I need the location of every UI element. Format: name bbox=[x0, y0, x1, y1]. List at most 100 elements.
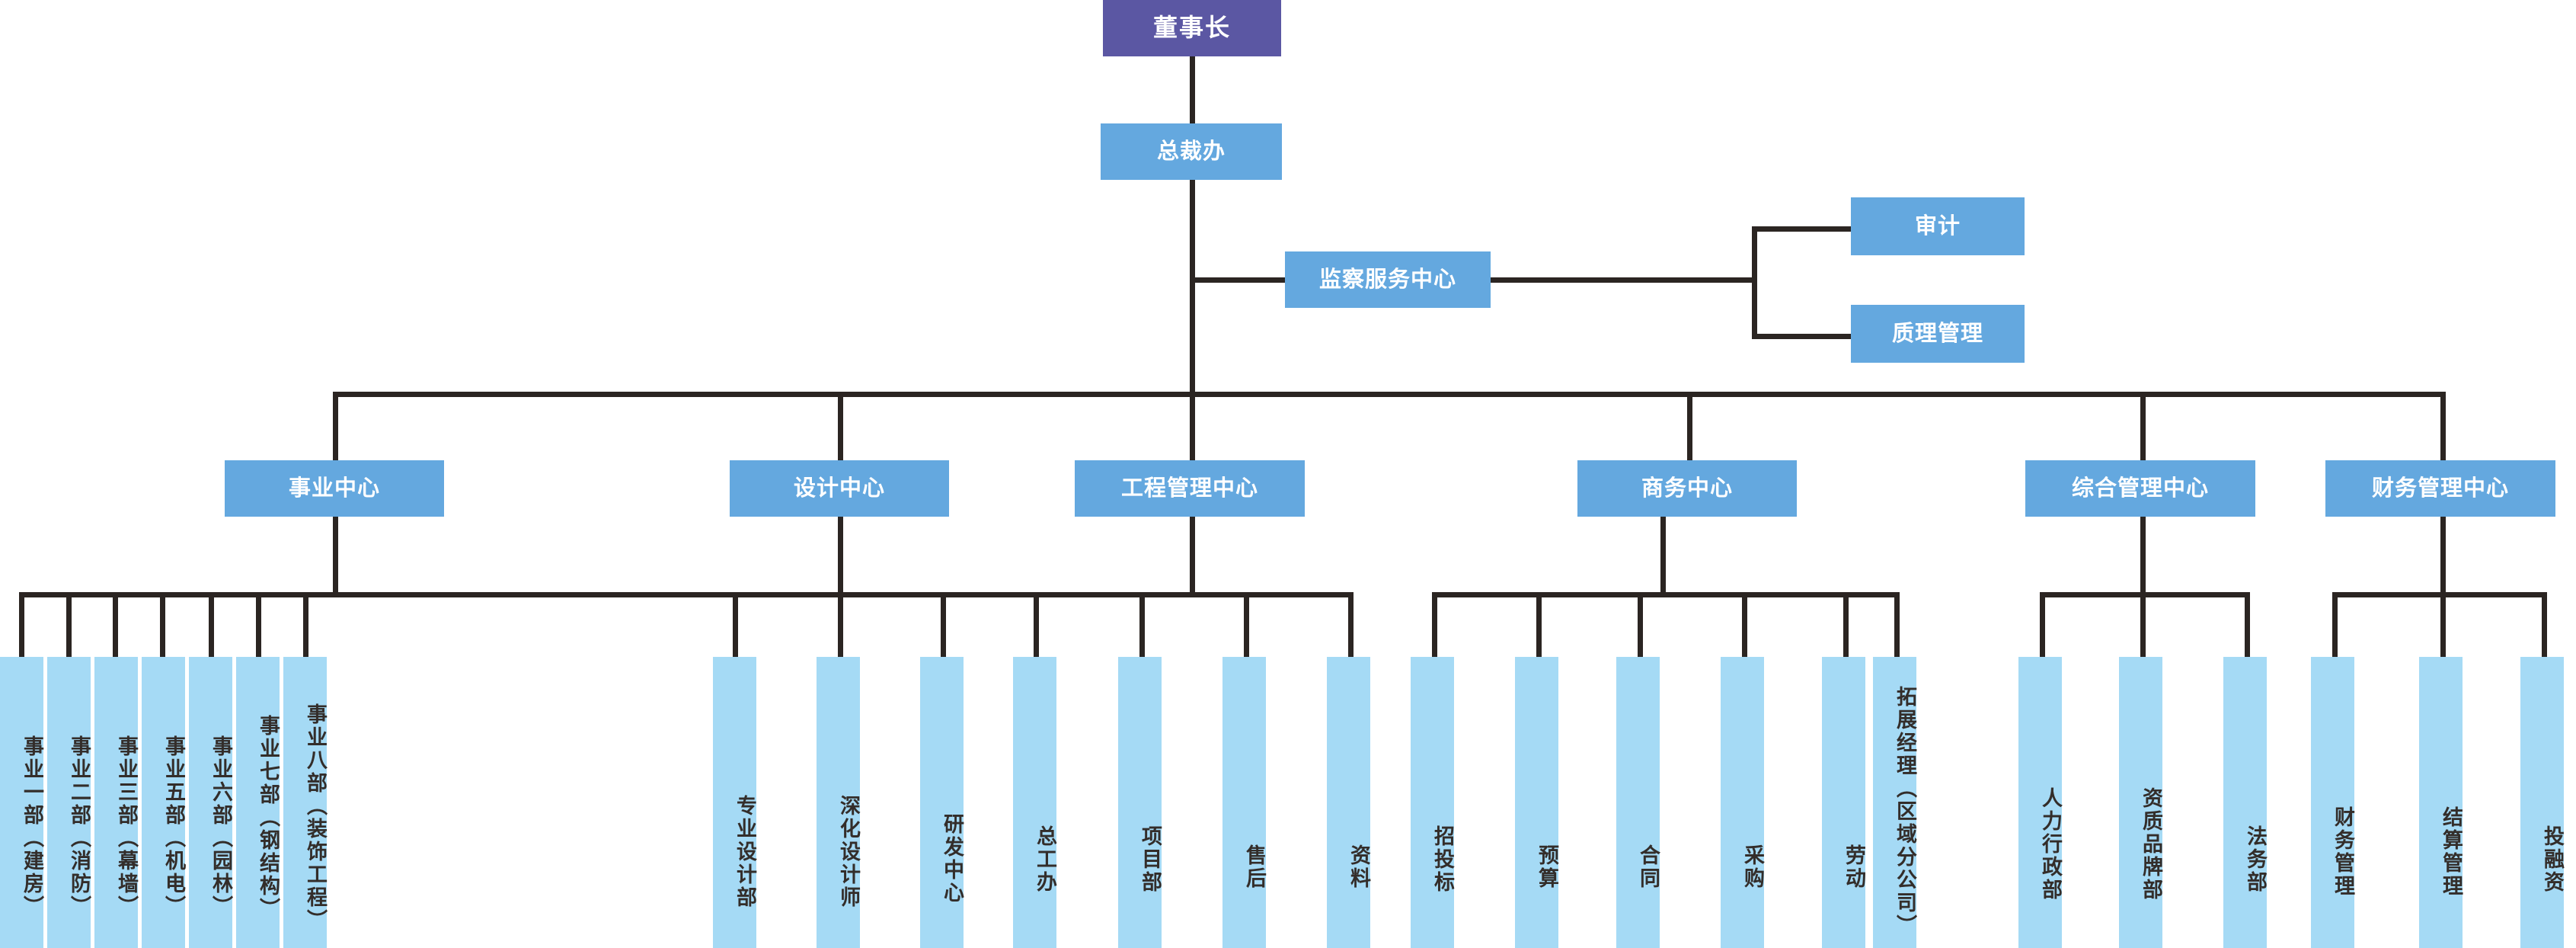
leaf-budget-label: 预算 bbox=[1536, 844, 1558, 890]
leaf-business-dept-6[interactable]: 事业六部（园林） bbox=[189, 657, 232, 948]
leaf-rd-center[interactable]: 研发中心 bbox=[920, 657, 964, 948]
leaf-qualification-brand-dept-label: 资质品牌部 bbox=[2140, 787, 2162, 902]
node-president-office[interactable]: 总裁办 bbox=[1101, 123, 1282, 180]
node-design-center[interactable]: 设计中心 bbox=[730, 460, 949, 517]
leaf-documents-label: 资料 bbox=[1347, 844, 1370, 890]
node-quality-management-label: 质理管理 bbox=[1891, 321, 1983, 346]
leaf-investment-financing[interactable]: 投融资 bbox=[2520, 657, 2564, 948]
leaf-qualification-brand-dept[interactable]: 资质品牌部 bbox=[2119, 657, 2162, 948]
connector-commerce-center-bus bbox=[1432, 592, 1900, 597]
connector-drop-gen2 bbox=[2140, 592, 2146, 661]
leaf-chief-engineer-office-label: 总工办 bbox=[1034, 825, 1056, 894]
connector-bus-to-finance-center bbox=[2440, 392, 2446, 460]
leaf-expansion-manager[interactable]: 拓展经理（区域分公司） bbox=[1873, 657, 1916, 948]
connector-drop-gen3 bbox=[2245, 592, 2250, 661]
leaf-project-dept-label: 项目部 bbox=[1139, 825, 1162, 894]
connector-drop-fin2 bbox=[2440, 592, 2446, 661]
leaf-bidding[interactable]: 招投标 bbox=[1411, 657, 1454, 948]
leaf-detailed-designer-label: 深化设计师 bbox=[837, 795, 860, 909]
connector-general-center-stem bbox=[2140, 517, 2146, 594]
connector-drop-com5 bbox=[1843, 592, 1849, 661]
leaf-financial-management[interactable]: 财务管理 bbox=[2311, 657, 2354, 948]
connector-drop-design1 bbox=[733, 592, 738, 661]
connector-drop-gen1 bbox=[2040, 592, 2045, 661]
leaf-contract-label: 合同 bbox=[1637, 844, 1660, 890]
connector-engineering-center-bus bbox=[1034, 592, 1354, 597]
node-finance-management-center-label: 财务管理中心 bbox=[2371, 476, 2509, 501]
leaf-hr-admin-dept[interactable]: 人力行政部 bbox=[2018, 657, 2062, 948]
leaf-legal-dept[interactable]: 法务部 bbox=[2223, 657, 2267, 948]
node-business-center[interactable]: 事业中心 bbox=[225, 460, 444, 517]
leaf-business-dept-1[interactable]: 事业一部（建房） bbox=[0, 657, 43, 948]
connector-drop-com6 bbox=[1894, 592, 1900, 661]
leaf-after-sales[interactable]: 售后 bbox=[1222, 657, 1266, 948]
leaf-project-dept[interactable]: 项目部 bbox=[1118, 657, 1162, 948]
connector-finance-center-stem bbox=[2440, 517, 2446, 594]
connector-design-center-stem bbox=[838, 517, 843, 594]
connector-drop-fin1 bbox=[2332, 592, 2338, 661]
node-general-management-center[interactable]: 综合管理中心 bbox=[2025, 460, 2255, 517]
connector-drop-biz5 bbox=[160, 592, 165, 661]
connector-drop-biz6 bbox=[209, 592, 214, 661]
leaf-budget[interactable]: 预算 bbox=[1515, 657, 1558, 948]
leaf-business-dept-7-label: 事业七部（钢结构） bbox=[257, 715, 280, 921]
leaf-after-sales-label: 售后 bbox=[1243, 844, 1266, 890]
leaf-chief-engineer-office[interactable]: 总工办 bbox=[1013, 657, 1056, 948]
node-chairman-label: 董事长 bbox=[1152, 14, 1231, 42]
leaf-business-dept-2[interactable]: 事业二部（消防） bbox=[47, 657, 91, 948]
leaf-business-dept-6-label: 事业六部（园林） bbox=[209, 735, 232, 918]
connector-drop-eng3 bbox=[1244, 592, 1249, 661]
connector-drop-design3 bbox=[941, 592, 946, 661]
connector-drop-com3 bbox=[1638, 592, 1643, 661]
connector-bus-to-engineering-center bbox=[1190, 392, 1195, 460]
leaf-business-dept-7[interactable]: 事业七部（钢结构） bbox=[236, 657, 280, 948]
connector-drop-biz3 bbox=[113, 592, 118, 661]
node-business-center-label: 事业中心 bbox=[288, 476, 380, 501]
connector-drop-eng2 bbox=[1139, 592, 1145, 661]
connector-supervision-to-bracket bbox=[1491, 277, 1757, 283]
leaf-professional-design-dept-label: 专业设计部 bbox=[733, 795, 756, 909]
connector-drop-design2 bbox=[838, 592, 843, 661]
node-design-center-label: 设计中心 bbox=[793, 476, 885, 501]
node-audit-label: 审计 bbox=[1914, 213, 1961, 239]
leaf-documents[interactable]: 资料 bbox=[1327, 657, 1370, 948]
connector-drop-com1 bbox=[1432, 592, 1437, 661]
connector-commerce-center-stem bbox=[1660, 517, 1666, 594]
node-engineering-center-label: 工程管理中心 bbox=[1120, 476, 1258, 501]
leaf-hr-admin-dept-label: 人力行政部 bbox=[2039, 787, 2062, 902]
leaf-detailed-designer[interactable]: 深化设计师 bbox=[817, 657, 860, 948]
connector-drop-biz1 bbox=[19, 592, 24, 661]
node-commerce-center[interactable]: 商务中心 bbox=[1577, 460, 1797, 517]
leaf-procurement[interactable]: 采购 bbox=[1721, 657, 1764, 948]
connector-drop-com2 bbox=[1536, 592, 1542, 661]
connector-drop-fin3 bbox=[2542, 592, 2547, 661]
node-quality-management[interactable]: 质理管理 bbox=[1851, 305, 2025, 363]
leaf-contract[interactable]: 合同 bbox=[1616, 657, 1660, 948]
leaf-investment-financing-label: 投融资 bbox=[2541, 825, 2564, 894]
leaf-business-dept-8[interactable]: 事业八部（装饰工程） bbox=[283, 657, 327, 948]
leaf-settlement-management-label: 结算管理 bbox=[2440, 806, 2463, 898]
connector-engineering-center-stem bbox=[1190, 517, 1195, 594]
leaf-business-dept-2-label: 事业二部（消防） bbox=[68, 735, 91, 918]
node-supervision-center[interactable]: 监察服务中心 bbox=[1285, 251, 1491, 308]
connector-chairman-to-president bbox=[1190, 56, 1195, 123]
leaf-business-dept-3-label: 事业三部（幕墙） bbox=[115, 735, 138, 918]
leaf-labor-label: 劳动 bbox=[1843, 844, 1865, 890]
leaf-business-dept-3[interactable]: 事业三部（幕墙） bbox=[94, 657, 138, 948]
connector-drop-eng1 bbox=[1034, 592, 1039, 661]
leaf-professional-design-dept[interactable]: 专业设计部 bbox=[713, 657, 756, 948]
connector-spine-to-supervision bbox=[1190, 277, 1285, 283]
node-audit[interactable]: 审计 bbox=[1851, 197, 2025, 255]
connector-bus-to-design-center bbox=[838, 392, 843, 460]
node-finance-management-center[interactable]: 财务管理中心 bbox=[2325, 460, 2555, 517]
node-general-management-center-label: 综合管理中心 bbox=[2071, 476, 2209, 501]
leaf-settlement-management[interactable]: 结算管理 bbox=[2419, 657, 2463, 948]
leaf-labor[interactable]: 劳动 bbox=[1822, 657, 1865, 948]
leaf-business-dept-5[interactable]: 事业五部（机电） bbox=[142, 657, 185, 948]
node-engineering-center[interactable]: 工程管理中心 bbox=[1075, 460, 1305, 517]
connector-bus-to-general-center bbox=[2140, 392, 2146, 460]
leaf-business-dept-8-label: 事业八部（装饰工程） bbox=[304, 703, 327, 932]
node-chairman[interactable]: 董事长 bbox=[1103, 0, 1281, 56]
connector-president-spine bbox=[1190, 180, 1195, 397]
